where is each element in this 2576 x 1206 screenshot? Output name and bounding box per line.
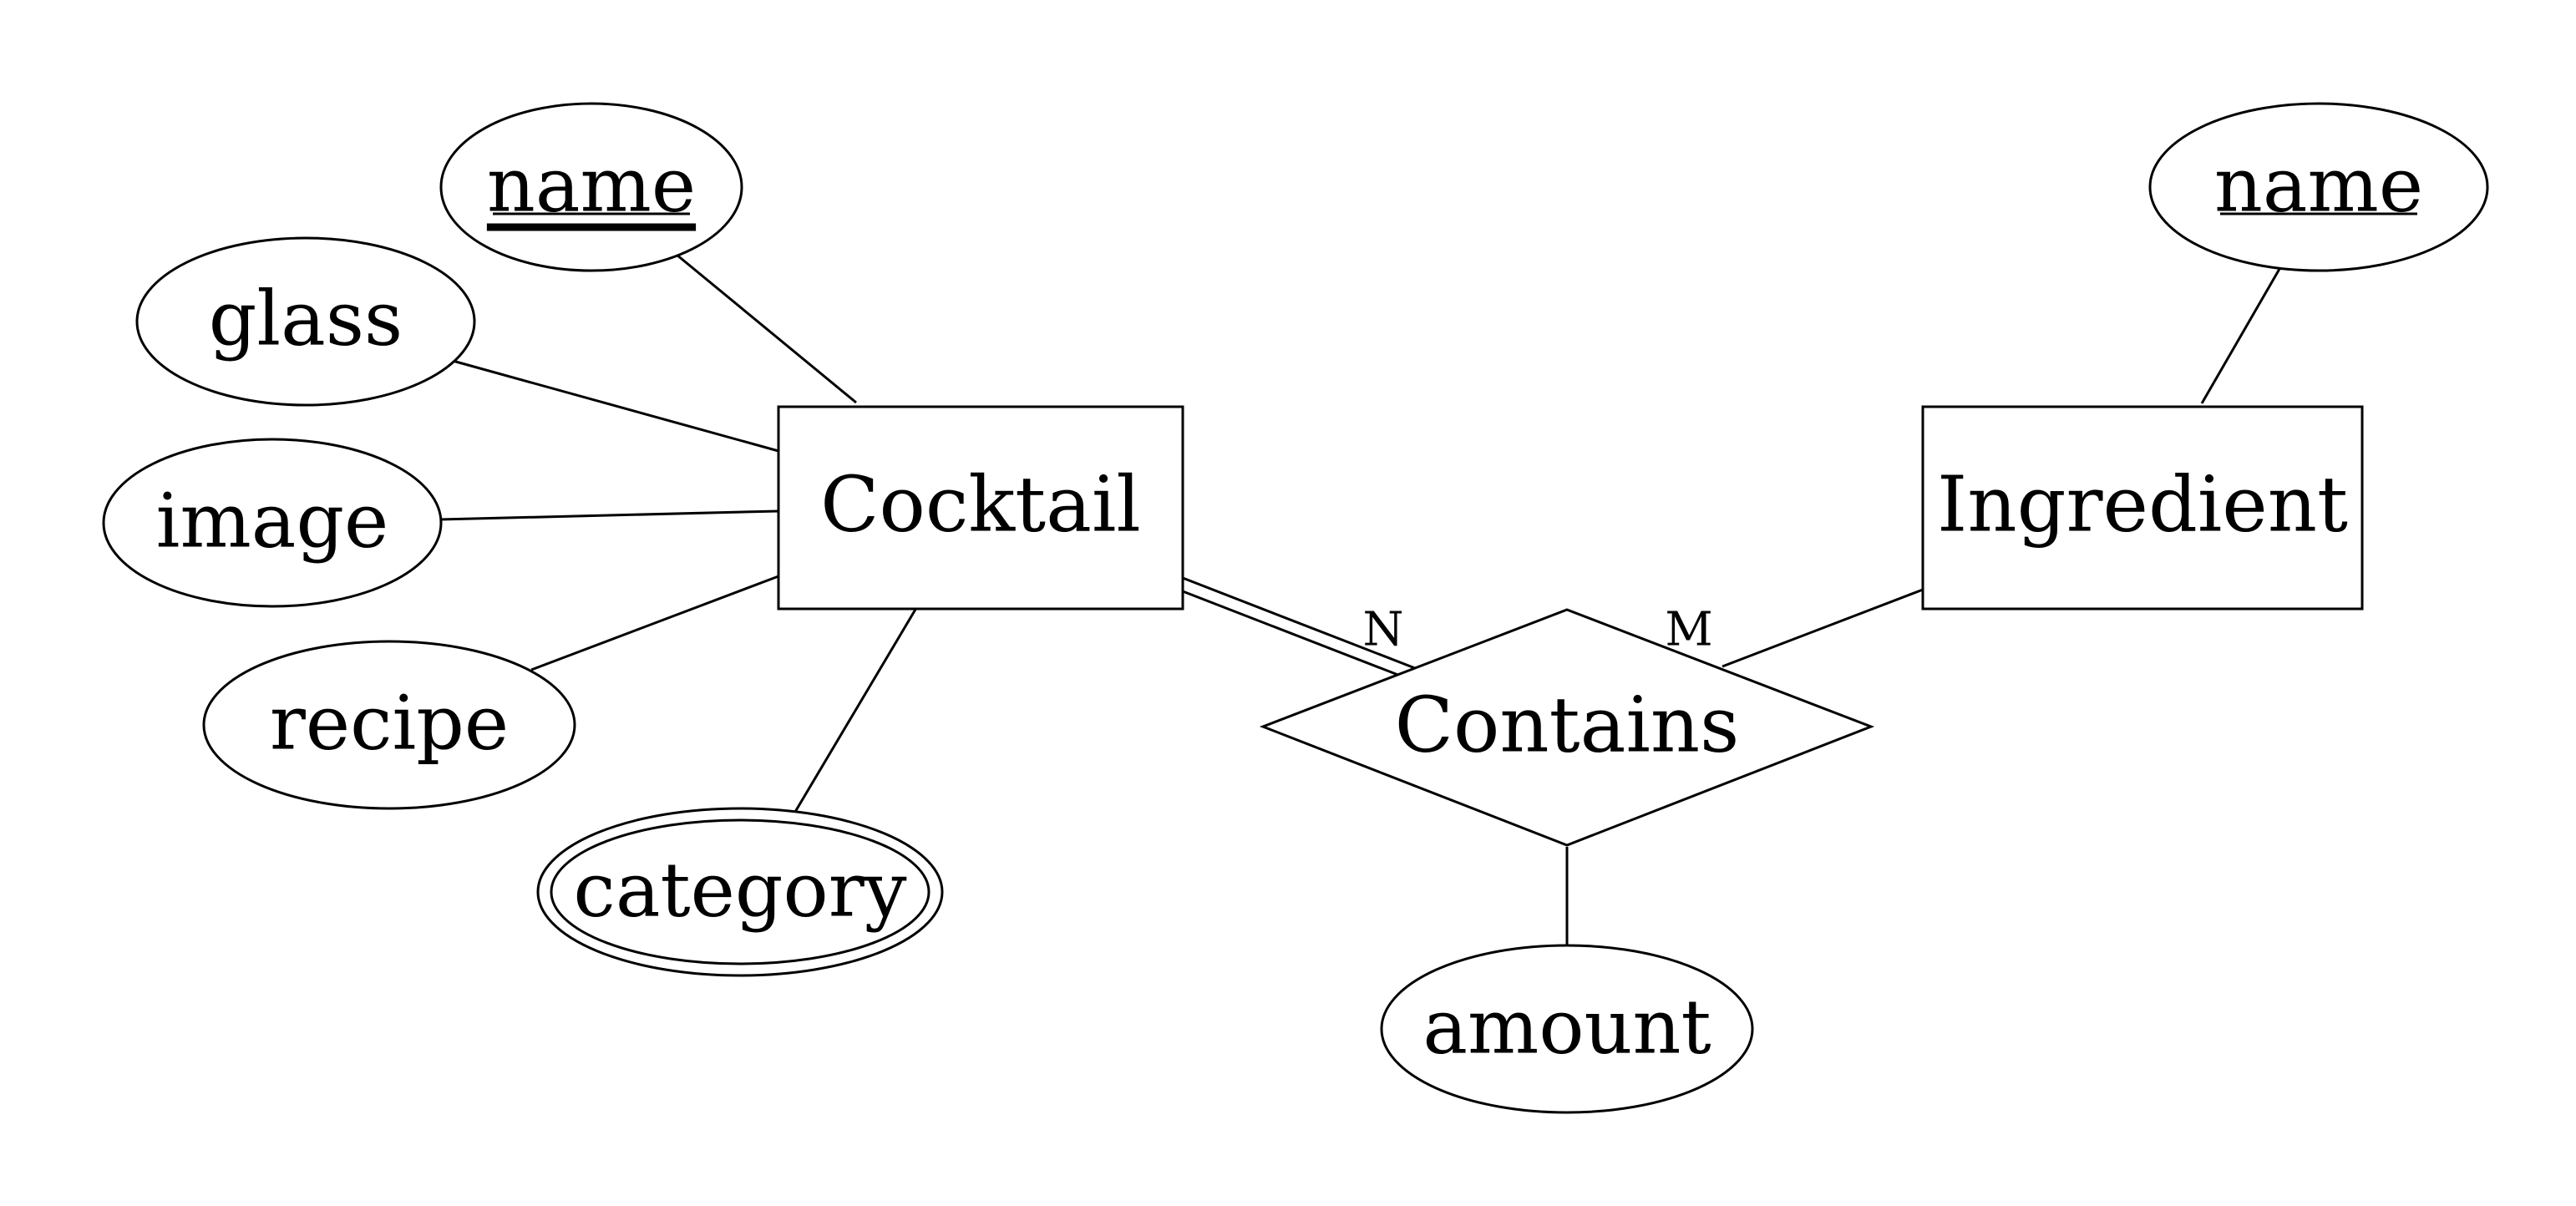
- edge-cocktail-recipe: [530, 575, 779, 671]
- attribute-image[interactable]: image: [102, 438, 443, 608]
- attribute-amount-ellipse: [1380, 944, 1754, 1114]
- attribute-glass-ellipse: [135, 236, 476, 407]
- attribute-cocktail-name[interactable]: name: [439, 102, 743, 272]
- attribute-cocktail-name-label: name: [487, 142, 696, 230]
- attribute-glass[interactable]: glass: [135, 236, 476, 407]
- cardinality-n-label: N: [1363, 603, 1404, 657]
- attribute-cocktail-name-ellipse: [439, 102, 743, 272]
- attribute-category[interactable]: category: [536, 807, 944, 977]
- attribute-recipe-ellipse: [202, 640, 576, 810]
- entity-ingredient-box: [1921, 405, 2364, 611]
- relationship-contains[interactable]: Contains: [1259, 608, 1875, 847]
- attribute-image-ellipse: [102, 438, 443, 608]
- attribute-ingredient-name-ellipse: [2148, 102, 2489, 272]
- entity-ingredient[interactable]: Ingredient: [1921, 405, 2364, 611]
- edge-cocktail-contains-line-1: [1182, 576, 1416, 670]
- attribute-image-label: image: [156, 478, 389, 565]
- attribute-amount[interactable]: amount: [1380, 944, 1754, 1114]
- entity-ingredient-label: Ingredient: [1937, 460, 2348, 550]
- edge-ingredient-contains: [1722, 588, 1924, 668]
- edge-cocktail-image: [439, 509, 779, 521]
- relationship-contains-diamond: [1259, 608, 1875, 847]
- edge-cocktail-glass: [452, 359, 779, 453]
- attribute-recipe[interactable]: recipe: [202, 640, 576, 810]
- attribute-amount-label: amount: [1422, 984, 1711, 1072]
- entity-cocktail-label: Cocktail: [820, 460, 1141, 550]
- attribute-ingredient-name[interactable]: name: [2148, 102, 2489, 272]
- attribute-recipe-label: recipe: [270, 680, 509, 768]
- connectors: [439, 253, 2281, 947]
- attribute-glass-label: glass: [209, 276, 403, 363]
- entity-cocktail-box: [777, 405, 1184, 611]
- edge-cocktail-category: [794, 607, 918, 813]
- cardinality-m-label: M: [1665, 603, 1712, 657]
- attribute-category-inner-ellipse: [550, 818, 931, 965]
- entity-cocktail[interactable]: Cocktail: [777, 405, 1184, 611]
- attribute-category-label: category: [573, 847, 906, 935]
- edge-cocktail-name: [676, 253, 857, 404]
- edge-cocktail-contains-double: [1182, 576, 1416, 680]
- edge-ingredient-name: [2200, 268, 2281, 404]
- edge-cocktail-contains-line-2: [1182, 590, 1407, 680]
- relationship-contains-label: Contains: [1395, 681, 1740, 770]
- attribute-ingredient-name-label: name: [2214, 142, 2423, 230]
